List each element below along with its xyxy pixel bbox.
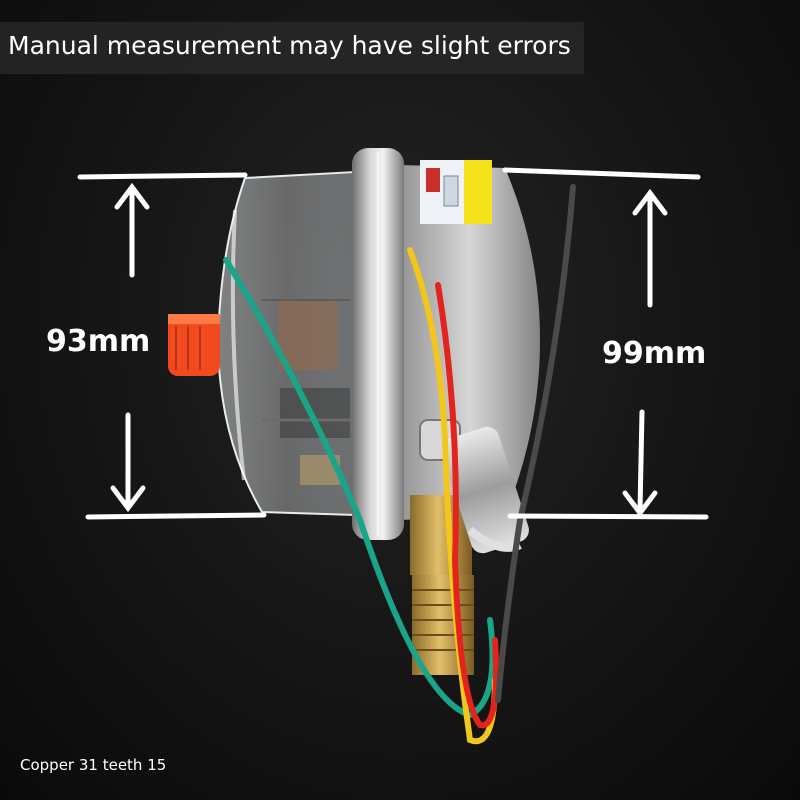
connector-wires [223, 184, 576, 745]
right-dimension-label: 99mm [602, 336, 707, 371]
dimension-lines [77, 167, 709, 520]
cable-connector [419, 419, 529, 554]
dimension-arrows [110, 182, 668, 518]
right-top-dimension-line [502, 167, 701, 180]
left-top-dimension-line [77, 172, 248, 180]
caption-banner [0, 22, 584, 74]
red-plug-cap [168, 314, 220, 376]
right-bottom-dimension-line [507, 513, 709, 520]
left-dimension-label: 93mm [46, 324, 151, 359]
caption-banner-text: Manual measurement may have slight error… [8, 31, 571, 60]
footnote-text: Copper 31 teeth 15 [20, 756, 167, 774]
stainless-clamp-ring [352, 148, 404, 540]
left-bottom-dimension-line [85, 512, 267, 520]
